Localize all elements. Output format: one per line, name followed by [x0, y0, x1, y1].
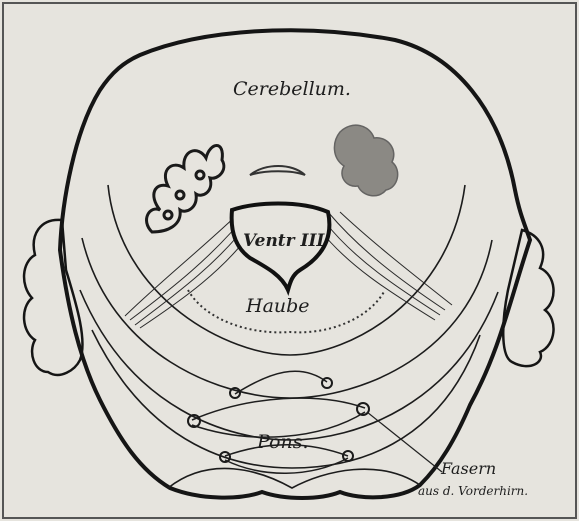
decussating-fibers	[192, 371, 365, 473]
fasern-leader-line	[367, 412, 442, 472]
label-tegmentum: Haube	[245, 295, 310, 317]
label-pons: Pons.	[256, 431, 308, 453]
right-stippled-nucleus	[334, 125, 397, 196]
aqueduct-crescent	[250, 166, 305, 175]
label-cerebellum: Cerebellum.	[233, 78, 351, 100]
label-aus-vorderhirn: aus d. Vorderhirn.	[418, 484, 528, 498]
label-ventricle: Ventr III	[243, 231, 325, 251]
label-fasern: Fasern	[440, 459, 496, 478]
left-stippled-nucleus	[147, 146, 224, 233]
left-lateral-lobe	[24, 220, 82, 375]
